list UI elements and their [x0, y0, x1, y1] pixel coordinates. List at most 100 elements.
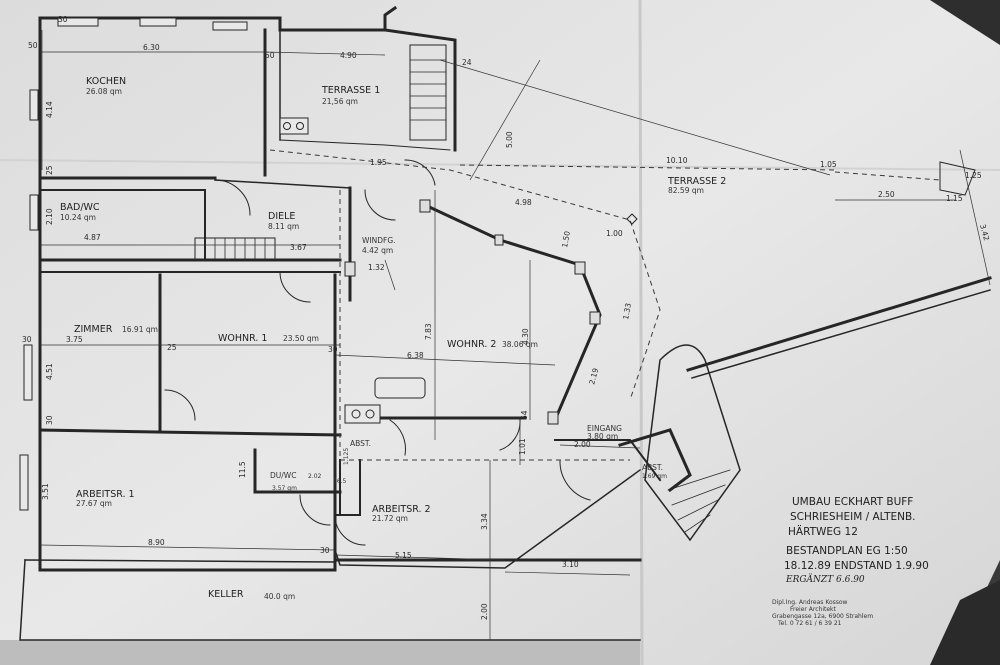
dimension-label: 6.30 [143, 43, 160, 52]
dimension-label: 2.50 [878, 190, 895, 199]
dimension-line [264, 51, 386, 56]
room-area-arbeitsr2: 21.72 qm [372, 514, 408, 523]
dimension-label: 76.5 [333, 478, 347, 485]
dimension-label: 3.75 [66, 335, 83, 344]
dimension-label: 50 [28, 41, 38, 50]
door-swing [559, 459, 591, 501]
architect-name: Dipl.Ing. Andreas Kossow [772, 599, 848, 606]
dimension-line [469, 59, 541, 181]
terrace2-beam [686, 276, 992, 372]
wall [253, 448, 342, 494]
dimension-line [334, 554, 506, 561]
room-label-zimmer: ZIMMER [74, 324, 113, 335]
dimension-line [959, 149, 991, 286]
pillar [574, 261, 586, 275]
door-swing [299, 494, 331, 526]
room-area-terrasse2: 82.59 qm [668, 186, 704, 195]
keller-wall [24, 559, 336, 563]
dimension-label: 50 [265, 51, 275, 60]
room-label-abst2: ABST. [642, 463, 663, 472]
window [139, 17, 177, 27]
title-project: UMBAU ECKHART BUFF [792, 496, 913, 508]
dimension-label: 30 [58, 15, 68, 24]
abst-wall [618, 428, 692, 493]
door-swing [334, 514, 366, 546]
room-area-arbeitsr1: 27.67 qm [76, 499, 112, 508]
dimension-label: 24 [462, 58, 472, 67]
room-label-badwc: BAD/WC [60, 202, 100, 213]
dimension-label: 1.01 [518, 438, 527, 455]
dimension-line [559, 444, 641, 449]
dimension-label: 3.67 [290, 243, 307, 252]
paper-fold [0, 159, 1000, 171]
dimension-label: 1.95 [370, 158, 387, 167]
architect-address: Grabengasse 12a, 6900 Strahlem [772, 613, 873, 620]
room-area-diele: 8.11 qm [268, 222, 299, 231]
room-label-arbeitsr2: ARBEITSR. 2 [372, 504, 431, 515]
window [19, 454, 29, 511]
stair-well [383, 28, 457, 152]
dimension-line [384, 259, 396, 291]
dimension-line [504, 571, 631, 576]
dimension-label: 1.33 [621, 302, 633, 320]
wall [334, 468, 642, 569]
room-area-eingang: 3.80 qm [587, 432, 618, 441]
dimension-label: 3.10 [562, 560, 579, 569]
dimension-line [439, 59, 831, 176]
dimension-label: 6.38 [407, 351, 424, 360]
dimension-label: 1.15 [946, 194, 963, 203]
entrance-wall [554, 439, 662, 482]
title-dates: 18.12.89 ENDSTAND 1.9.90 [784, 560, 929, 572]
dimension-label: 3.42 [978, 223, 991, 242]
dimension-label: 7.83 [424, 323, 433, 340]
room-area-keller: 40.0 qm [264, 592, 295, 601]
window [57, 17, 99, 27]
room-label-abst1: ABST. [350, 439, 371, 448]
corner-marker [939, 161, 976, 196]
dimension-label: 4.14 [45, 101, 54, 118]
outer-wall [38, 16, 642, 572]
dimension-label: 1.50 [560, 230, 572, 248]
dimension-line [39, 544, 336, 551]
dimension-label: 3.51 [41, 483, 50, 500]
dimension-label: 4.98 [515, 198, 532, 207]
dimension-label: 4.87 [84, 233, 101, 242]
dimension-label: 5.00 [505, 131, 514, 148]
dimension-label: 1.05 [820, 160, 837, 169]
kitchen-counter [374, 377, 426, 399]
dimension-label: 1.00 [606, 229, 623, 238]
pillar [344, 261, 356, 277]
room-label-wohnr1: WOHNR. 1 [218, 333, 267, 344]
dimension-label: 64 [520, 410, 529, 420]
room-area-terrasse1: 21,56 qm [322, 97, 358, 106]
room-area-wohnr1: 23.50 qm [283, 334, 319, 343]
room-label-terrasse2: TERRASSE 2 [667, 176, 726, 187]
dimension-label: 3.34 [480, 513, 489, 530]
door-swing [214, 179, 251, 216]
dimension-label: 2.00 [574, 440, 591, 449]
dimension-label: 2.10 [45, 208, 54, 225]
dark-folder-corner [930, 0, 1000, 45]
dimension-label: 5.15 [395, 551, 412, 560]
dimension-label: 30 [320, 546, 330, 555]
room-area-abst2: 1.69 qm [642, 473, 667, 480]
title-plan: BESTANDPLAN EG 1:50 [786, 545, 908, 557]
room-label-eingang: EINGANG [587, 424, 622, 433]
window [29, 89, 39, 121]
keller-wall [19, 559, 641, 641]
dimension-label: 1.32 [368, 263, 385, 272]
title-block: UMBAU ECKHART BUFF SCHRIESHEIM / ALTENB.… [772, 496, 929, 627]
door-swing [389, 419, 406, 456]
room-label-windfg: WINDFG. [362, 236, 396, 245]
room-label-kochen: KOCHEN [86, 76, 126, 87]
window [23, 344, 33, 401]
dimension-label: 25 [45, 165, 54, 175]
dimension-label: 30 [22, 335, 32, 344]
dimension-line [334, 354, 556, 366]
room-label-terrasse1: TERRASSE 1 [321, 85, 380, 96]
room-area-zimmer: 16.91 qm [122, 325, 158, 334]
handwritten-amendment: ERGÄNZT 6.6.90 [785, 573, 865, 585]
room-area-windfg: 4.42 qm [362, 246, 393, 255]
spiral-stair [644, 344, 741, 542]
dimension-label: 2.19 [587, 367, 600, 386]
